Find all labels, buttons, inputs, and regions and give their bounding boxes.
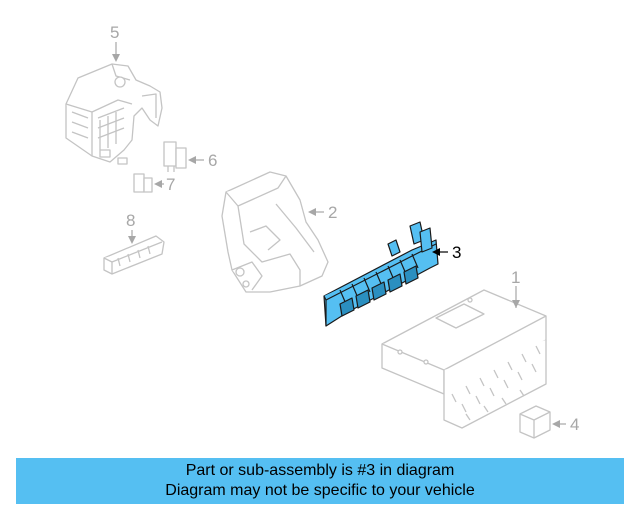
callout-6: 6 <box>208 151 217 170</box>
part-1-control-module <box>381 289 547 429</box>
callout-3: 3 <box>452 243 461 262</box>
part-3-fuse-carrier <box>323 221 439 327</box>
part-8-fuse-strip <box>103 235 165 275</box>
part-5-housing <box>65 63 163 165</box>
banner-line-part: Part or sub-assembly is #3 in diagram <box>185 462 455 479</box>
callout-7: 7 <box>166 175 175 194</box>
part-4-relay <box>519 405 551 439</box>
callout-2: 2 <box>328 203 337 222</box>
callout-4: 4 <box>570 415 579 434</box>
part-7-fuse <box>133 173 153 193</box>
callout-1: 1 <box>511 268 520 287</box>
part-info-banner: Part or sub-assembly is #3 in diagram Di… <box>16 458 624 504</box>
parts-diagram: 5 6 7 8 2 3 1 4 <box>65 23 579 439</box>
banner-line-disclaimer: Diagram may not be specific to your vehi… <box>165 482 475 499</box>
part-6-fuse <box>163 141 187 172</box>
callout-8: 8 <box>126 211 135 230</box>
callout-5: 5 <box>110 23 119 42</box>
leader-arrowheads <box>112 54 560 428</box>
part-2-bracket <box>221 171 329 293</box>
